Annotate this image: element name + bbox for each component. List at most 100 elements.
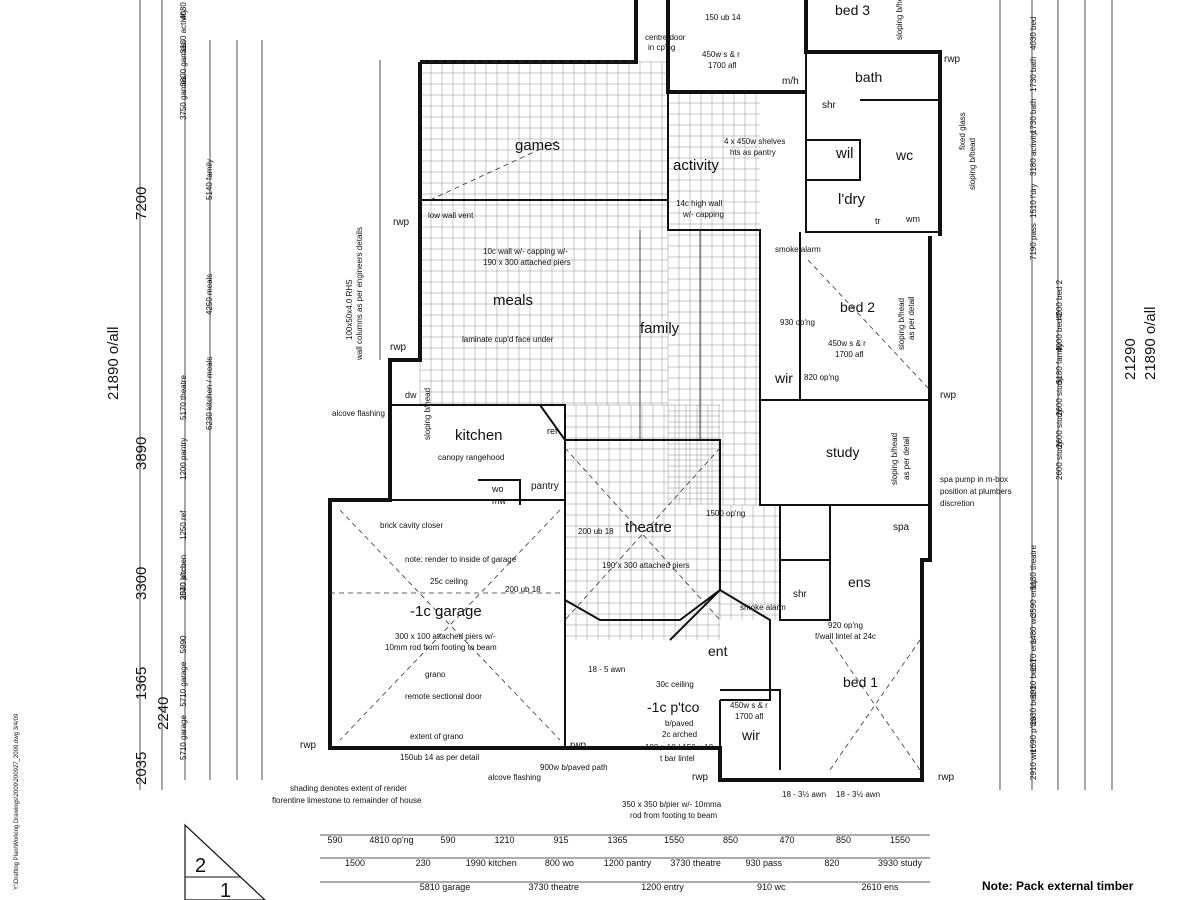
note-pier350: 350 x 350 b/pier w/- 10mma (622, 800, 722, 809)
room-bath: bath (855, 69, 882, 85)
dimension-label: 910 wc (757, 882, 786, 892)
rwp-4: rwp (940, 390, 957, 401)
note-laminate: laminate cup'd face under (462, 335, 554, 344)
note-awn-porch: 18 - 5 awn (588, 665, 625, 674)
page-marker: 2 1 (184, 823, 266, 900)
pack-timber-note: Note: Pack external timber (982, 879, 1134, 893)
dimension-label: 1990 kitchen (466, 858, 517, 868)
rwp-7: rwp (692, 772, 709, 783)
room-labels: bed 3 bath m/h shr games activity wil wc… (410, 2, 913, 743)
dimension-label: 6230 kitchen / meals (205, 357, 214, 430)
page-number-1: 1 (220, 880, 231, 900)
room-ldry: l'dry (838, 191, 866, 208)
dimension-label: 3730 theatre (528, 882, 579, 892)
dim-left-3300: 3300 (133, 567, 150, 600)
dim-left-main: 21890 o/all (105, 327, 122, 400)
note-shading: shading denotes extent of render (290, 784, 407, 793)
dimension-label: 1510 l'dry (1029, 184, 1038, 218)
note-plumbers: position at plumbers (940, 487, 1012, 496)
note-detail-study: as per detail (902, 436, 911, 480)
note-attached-piers-2: 190 x 300 attached piers (602, 561, 690, 570)
note-detail-bed2: as per detail (907, 296, 916, 340)
room-ens: ens (848, 574, 871, 590)
note-bhead-kitchen: sloping b/head (423, 388, 432, 440)
annotations: centre door in cp'ng 450w s & r 1700 afl… (272, 0, 1012, 820)
dimension-label: 4000 bed 2 (1055, 311, 1064, 352)
dimension-label: 1250 ref (179, 510, 188, 540)
dimension-label: 800 wo (545, 858, 574, 868)
dimension-label: 5130 theatre (1029, 545, 1038, 590)
tile-grid (419, 61, 780, 640)
note-arched: 2c arched (662, 730, 697, 739)
note-discretion: discretion (940, 499, 974, 508)
note-wall-columns: wall columns as per engineers details (355, 227, 364, 361)
dimension-label: 5180 family (1055, 343, 1064, 384)
note-in-cpng: in cp'ng (648, 43, 675, 52)
note-op930: 930 op'ng (780, 318, 815, 327)
room-ent: ent (708, 643, 728, 659)
note-ub-detail: 150ub 14 as per detail (400, 753, 479, 762)
dimension-label: 1730 bath (1029, 98, 1038, 134)
dimension-label: 1200 entry (641, 882, 684, 892)
room-porch: -1c p'tco (647, 699, 700, 715)
note-bpaved: b/paved (665, 719, 693, 728)
note-rod-2: rod from footing to beam (630, 811, 717, 820)
room-garage: -1c garage (410, 603, 482, 620)
dimension-label: 2910 wir (1029, 749, 1038, 780)
note-rhs: 100x50x4.0 RHS (345, 280, 354, 340)
dimension-label: 3800 games (179, 43, 188, 87)
dimension-label: 2600 study (1055, 409, 1064, 448)
dim-right-21290: 21290 (1122, 338, 1139, 380)
dimension-label: 5170 theatre (179, 375, 188, 420)
dim-row-bottom-3: 5810 garage 3730 theatre 1200 entry 910 wc 2… (420, 882, 899, 892)
dimension-label: 4250 meals (205, 274, 214, 315)
room-bed1: bed 1 (843, 674, 878, 690)
dimension-label: 1210 (494, 835, 514, 845)
room-kitchen: kitchen (455, 427, 503, 444)
dimension-label: 1730 bath (1029, 56, 1038, 92)
interior-walls (330, 52, 940, 780)
note-path: 900w b/paved path (540, 763, 608, 772)
dimension-label: 850 (836, 835, 851, 845)
dim-left-2240: 2240 (155, 697, 172, 730)
note-sloping-bed3: sloping b/head (895, 0, 904, 40)
room-shr-top: shr (822, 100, 837, 111)
note-mw: mw (492, 496, 506, 506)
room-family: family (640, 320, 680, 337)
room-wil: wil (835, 145, 854, 162)
room-shr-ens: shr (793, 589, 808, 600)
dimension-label: 5810 garage (420, 882, 471, 892)
dim-left-3890: 3890 (133, 437, 150, 470)
dimension-label: 590 (440, 835, 455, 845)
note-grano: grano (425, 670, 446, 679)
note-afl-bed1: 1700 afl (735, 712, 764, 721)
dimension-label: 7190 pass (1029, 223, 1038, 260)
room-study: study (826, 444, 859, 460)
note-afl-bed2: 1700 afl (835, 350, 864, 359)
note-ws-r-top: 450w s & r (702, 50, 740, 59)
dimension-label: 2040 p'tco (179, 563, 188, 600)
dimension-label: 4000 bed 2 (1055, 279, 1064, 320)
note-wm: wm (905, 214, 920, 224)
note-tbar-2: t bar lintel (660, 754, 695, 763)
note-ceiling25: 25c ceiling (430, 577, 468, 586)
note-op1500: 1500 op'ng (706, 509, 745, 518)
dimension-label: 2600 study (1055, 377, 1064, 416)
dimension-label: 1500 (345, 858, 365, 868)
rwp-1: rwp (944, 54, 961, 65)
dim-left-7200: 7200 (133, 187, 150, 220)
overall-dimensions: 21890 o/all 7200 3890 3300 1365 2035 224… (105, 187, 1159, 785)
dimension-label: 2610 ens (861, 882, 899, 892)
note-fixed-glass: fixed glass (958, 112, 967, 150)
note-low-wall-vent: low wall vent (428, 211, 474, 220)
dimension-label: 470 (779, 835, 794, 845)
room-wir-bed1: wir (741, 727, 760, 743)
dim-right-main: 21890 o/all (1142, 307, 1159, 380)
